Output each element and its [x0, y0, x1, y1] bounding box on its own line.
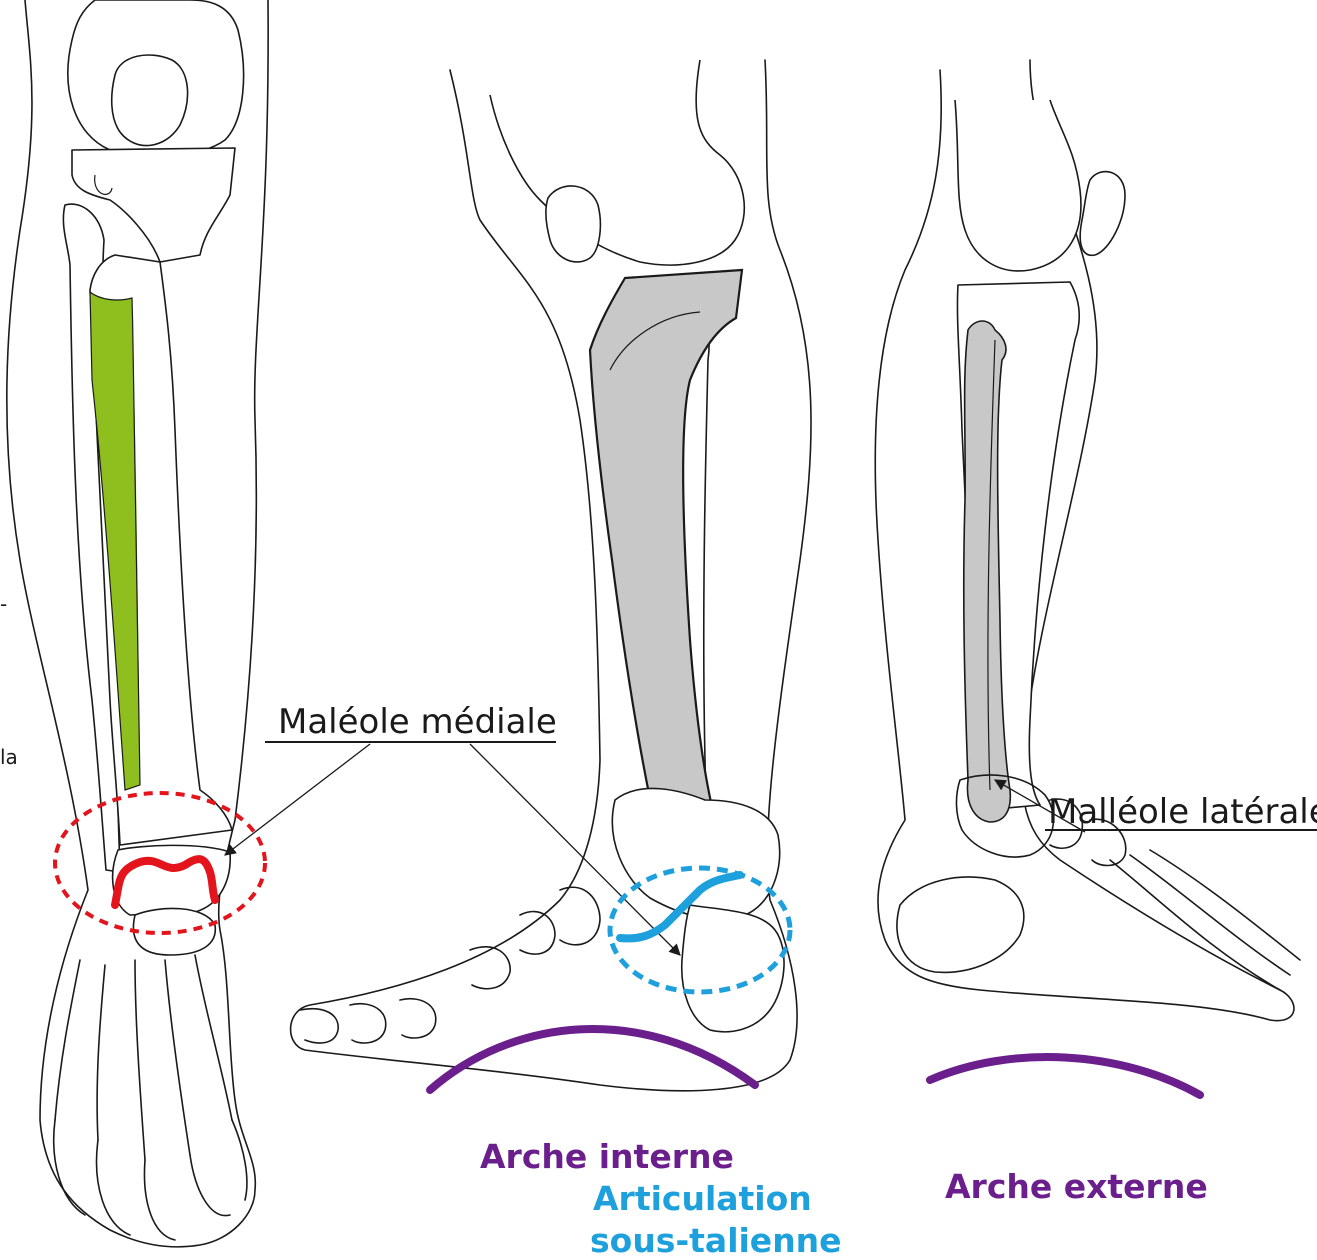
internal-arch-label: Arche interne	[480, 1137, 734, 1176]
lateral-calcaneus	[897, 877, 1024, 972]
medial-leg-figure	[291, 60, 811, 1091]
edge-fragment-dash: -	[0, 592, 7, 616]
navicular-front	[133, 908, 215, 955]
lateral-malleolus-label: Malléole latérale	[1048, 792, 1317, 832]
edge-fragment-la: la	[0, 745, 18, 769]
anterior-leg-figure	[7, 0, 268, 1247]
lateral-malleolus-callout: Malléole latérale	[995, 780, 1317, 832]
lateral-metatarsals	[1110, 850, 1300, 990]
medial-femur	[490, 60, 744, 265]
medial-toes	[300, 999, 436, 1043]
medial-tarsals	[470, 887, 600, 988]
internal-arch-curve	[430, 1029, 755, 1090]
metatarsals-front	[55, 955, 232, 1160]
lateral-leg-figure	[875, 60, 1300, 1095]
external-arch-label: Arche externe	[945, 1167, 1208, 1206]
medial-malleolus-label: Maléole médiale	[278, 702, 557, 742]
toes-front	[54, 1120, 247, 1240]
external-arch-curve	[930, 1057, 1200, 1095]
arrow-head-icon	[225, 744, 370, 855]
lateral-femur	[955, 100, 1081, 271]
lateral-patella	[1080, 172, 1125, 256]
medial-patella	[546, 186, 601, 262]
subtalar-label-line2: sous-talienne	[590, 1221, 842, 1260]
subtalar-label-line1: Articulation	[593, 1179, 812, 1218]
